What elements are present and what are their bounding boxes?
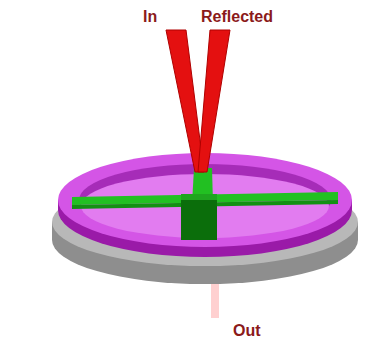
reflected-beam [198, 30, 230, 172]
beam-label: Reflected [201, 8, 273, 26]
center-block-top [181, 194, 217, 200]
incident-beam [166, 30, 204, 172]
beam-label: In [143, 8, 157, 26]
center-block [181, 198, 217, 240]
beam-label: Out [233, 322, 261, 340]
